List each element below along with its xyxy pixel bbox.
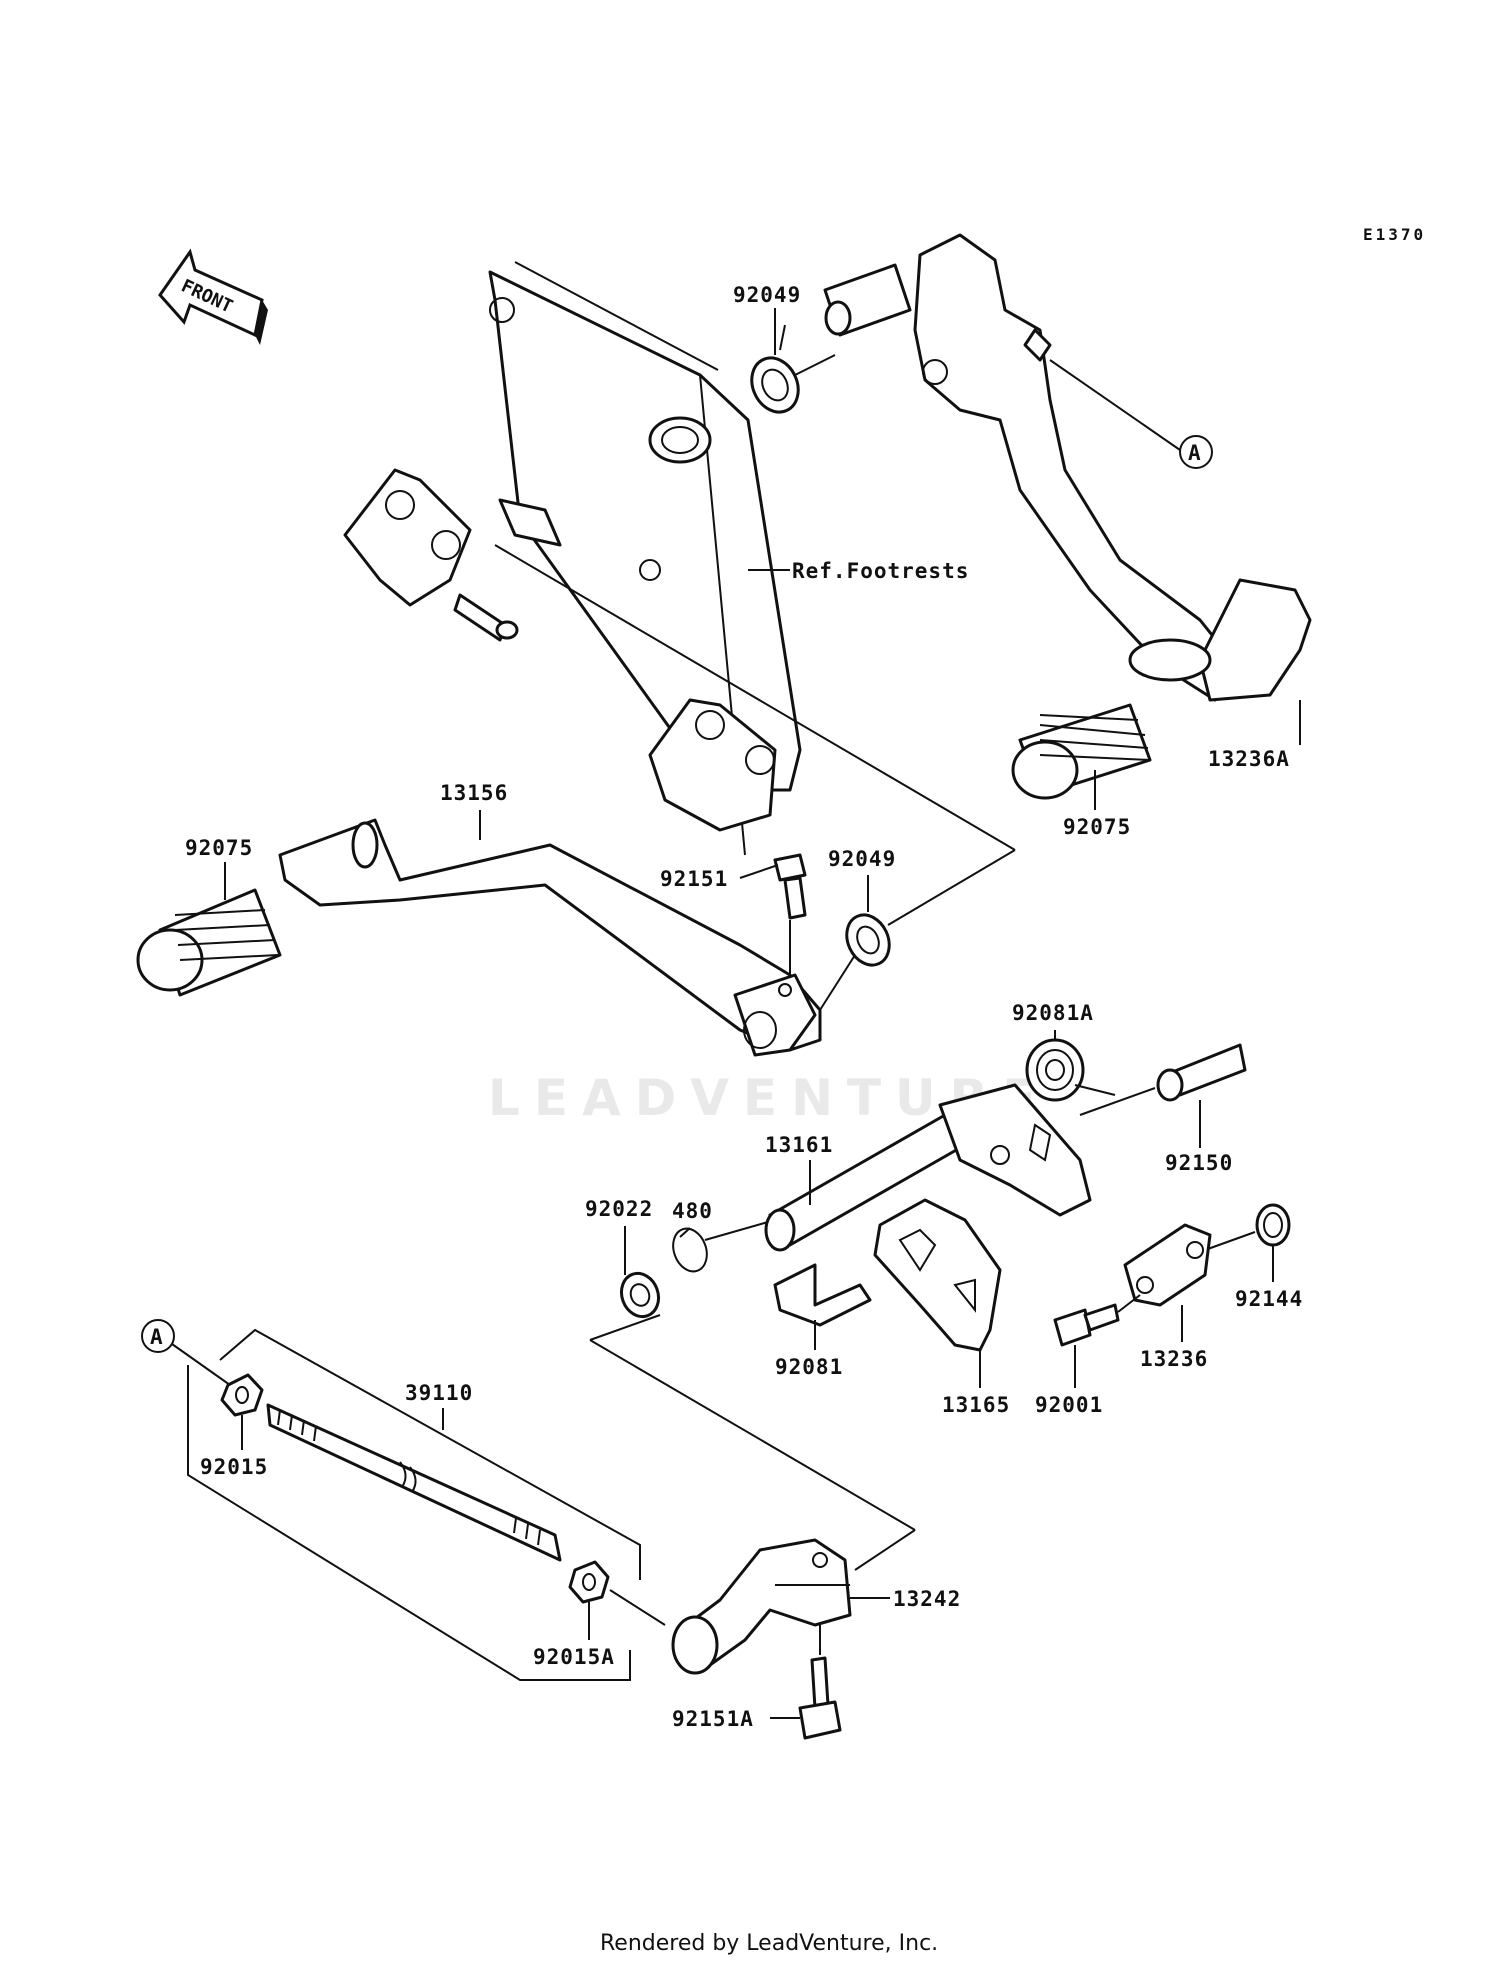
pin-92150	[1156, 1043, 1247, 1102]
tie-rod-39110	[266, 1403, 562, 1562]
shift-arm-13242	[671, 1538, 852, 1675]
part-label-92015: 92015	[200, 1455, 268, 1479]
part-label-13156: 13156	[440, 781, 508, 805]
callout-a-bottom: A	[150, 1325, 164, 1349]
reference-footrests-label: Ref.Footrests	[792, 559, 969, 583]
part-label-39110: 39110	[405, 1381, 473, 1405]
nut-92015	[220, 1373, 264, 1417]
part-label-92150: 92150	[1165, 1151, 1233, 1175]
bolt-92151A	[798, 1656, 842, 1740]
part-label-92049-top: 92049	[733, 283, 801, 307]
part-label-92144: 92144	[1235, 1287, 1303, 1311]
part-label-92001: 92001	[1035, 1393, 1103, 1417]
part-label-92022: 92022	[585, 1197, 653, 1221]
shift-shaft-13161	[764, 1083, 1092, 1252]
front-arrow-icon: FRONT	[158, 248, 268, 345]
part-label-92151: 92151	[660, 867, 728, 891]
part-label-92081A: 92081A	[1012, 1001, 1094, 1025]
arm-13236	[1123, 1223, 1212, 1307]
part-label-13236A: 13236A	[1208, 747, 1290, 771]
part-label-13161: 13161	[765, 1133, 833, 1157]
shift-pedal-13156	[278, 818, 822, 1057]
nut-92015A	[568, 1560, 610, 1604]
part-label-92015A: 92015A	[533, 1645, 615, 1669]
spring-guide-92081	[773, 1263, 872, 1327]
pedal-rubber-left	[136, 888, 282, 997]
spring-92144	[1255, 1203, 1291, 1247]
part-label-92049-mid: 92049	[828, 847, 896, 871]
pedal-rubber-right	[1011, 703, 1152, 800]
part-label-13236: 13236	[1140, 1347, 1208, 1371]
rear-pedal-13236A	[823, 233, 1312, 702]
callout-a-top: A	[1188, 441, 1202, 465]
washer-92022	[619, 1271, 661, 1319]
bolt-92001	[1053, 1303, 1120, 1347]
part-label-92151A: 92151A	[672, 1707, 754, 1731]
part-label-92075-left: 92075	[185, 836, 253, 860]
footer-credit: Rendered by LeadVenture, Inc.	[600, 1931, 938, 1956]
washer-92049-top	[750, 356, 800, 414]
footrest-bracket	[343, 261, 802, 856]
spring-92081A	[1025, 1038, 1116, 1102]
diagram-code: E1370	[1363, 225, 1426, 244]
part-label-13242: 13242	[893, 1587, 961, 1611]
bolt-92151	[773, 853, 807, 920]
part-label-92081: 92081	[775, 1355, 843, 1379]
part-label-13165: 13165	[942, 1393, 1010, 1417]
part-label-480: 480	[672, 1199, 713, 1223]
washer-92049-mid	[845, 913, 891, 967]
part-label-92075-right: 92075	[1063, 815, 1131, 839]
plate-13165	[873, 1198, 1002, 1352]
circlip-480	[672, 1227, 708, 1273]
